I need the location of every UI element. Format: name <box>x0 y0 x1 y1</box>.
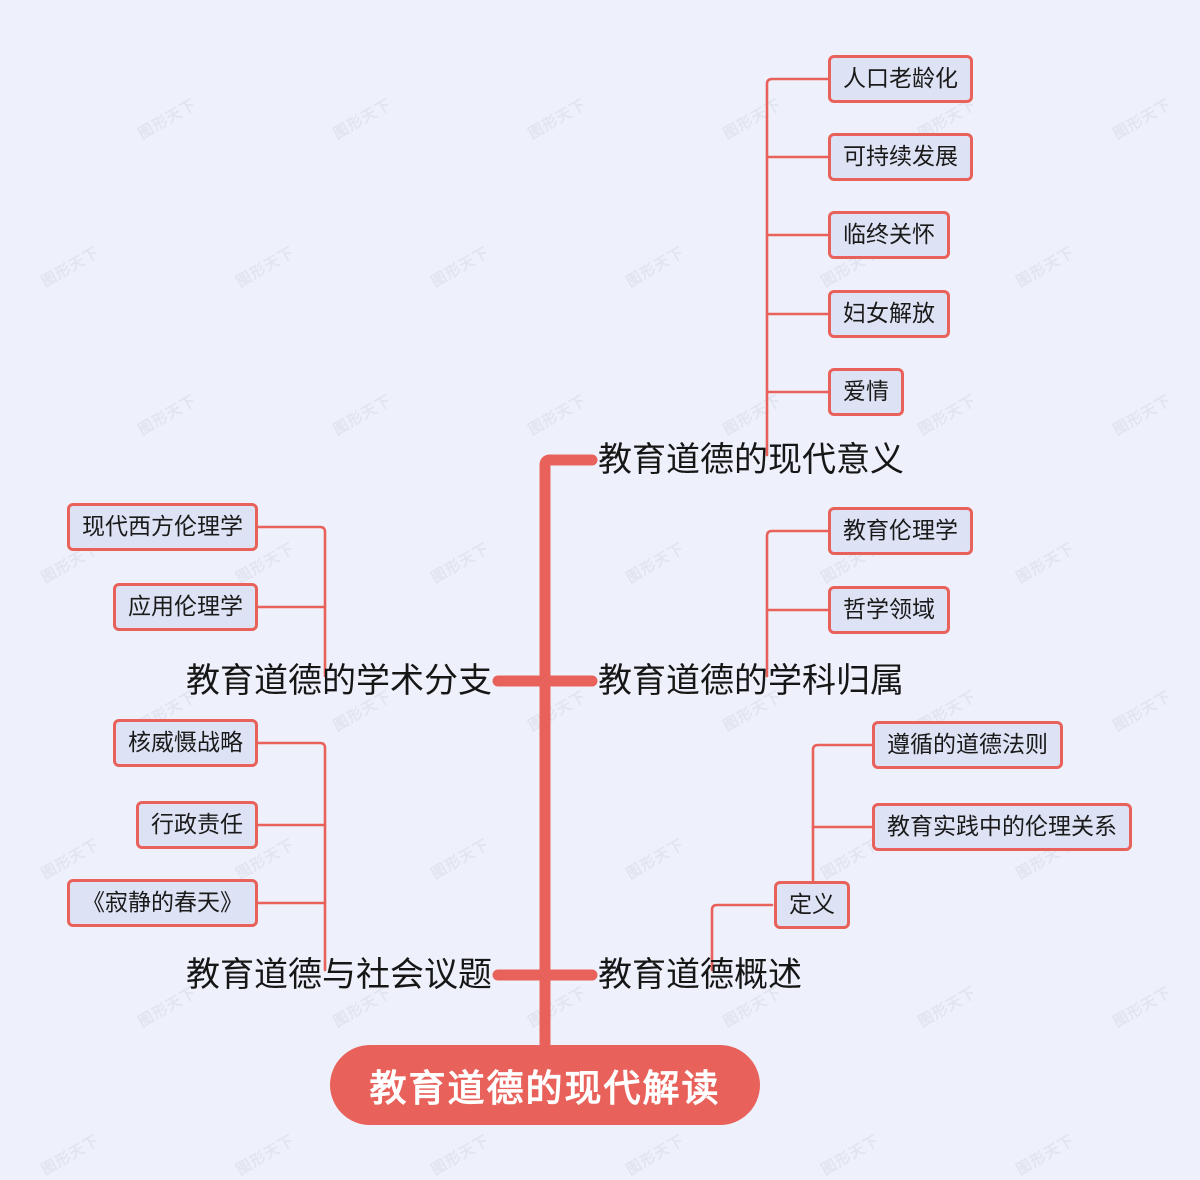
leaf-label: 可持续发展 <box>843 143 958 170</box>
leaf-node[interactable]: 现代西方伦理学 <box>67 503 258 551</box>
leaf-node[interactable]: 爱情 <box>828 368 904 416</box>
root-label: 教育道德的现代解读 <box>369 1067 721 1110</box>
leaf-node[interactable]: 可持续发展 <box>828 133 973 181</box>
leaf-node[interactable]: 教育实践中的伦理关系 <box>872 803 1132 851</box>
leaf-node[interactable]: 妇女解放 <box>828 290 950 338</box>
leaf-label: 人口老龄化 <box>843 65 958 92</box>
branch-label-modern-significance[interactable]: 教育道德的现代意义 <box>598 438 904 482</box>
branch-label-social-issues[interactable]: 教育道德与社会议题 <box>186 953 492 997</box>
branch-text: 教育道德的学科归属 <box>598 661 904 701</box>
leaf-label: 定义 <box>789 891 835 918</box>
leaf-label: 教育伦理学 <box>843 517 958 544</box>
leaf-label: 《寂静的春天》 <box>82 889 243 916</box>
leaf-node[interactable]: 人口老龄化 <box>828 55 973 103</box>
leaf-node[interactable]: 应用伦理学 <box>113 583 258 631</box>
branch-text: 教育道德与社会议题 <box>186 955 492 995</box>
leaf-label: 核威慑战略 <box>128 729 243 756</box>
branch-label-overview[interactable]: 教育道德概述 <box>598 953 802 997</box>
leaf-node-definition[interactable]: 定义 <box>774 881 850 929</box>
branch-text: 教育道德的现代意义 <box>598 440 904 480</box>
leaf-label: 遵循的道德法则 <box>887 731 1048 758</box>
leaf-label: 教育实践中的伦理关系 <box>887 813 1117 840</box>
leaf-label: 现代西方伦理学 <box>82 513 243 540</box>
leaf-node[interactable]: 临终关怀 <box>828 211 950 259</box>
branch-label-academic-branches[interactable]: 教育道德的学术分支 <box>186 659 492 703</box>
leaf-node[interactable]: 核威慑战略 <box>113 719 258 767</box>
leaf-label: 行政责任 <box>151 811 243 838</box>
leaf-label: 哲学领域 <box>843 596 935 623</box>
leaf-label: 妇女解放 <box>843 300 935 327</box>
leaf-node[interactable]: 遵循的道德法则 <box>872 721 1063 769</box>
leaf-label: 临终关怀 <box>843 221 935 248</box>
branch-text: 教育道德概述 <box>598 955 802 995</box>
leaf-label: 应用伦理学 <box>128 593 243 620</box>
leaf-node[interactable]: 哲学领域 <box>828 586 950 634</box>
leaf-node[interactable]: 教育伦理学 <box>828 507 973 555</box>
leaf-label: 爱情 <box>843 378 889 405</box>
leaf-node[interactable]: 行政责任 <box>136 801 258 849</box>
branch-text: 教育道德的学术分支 <box>186 661 492 701</box>
branch-label-discipline-affiliation[interactable]: 教育道德的学科归属 <box>598 659 904 703</box>
root-node[interactable]: 教育道德的现代解读 <box>330 1045 760 1125</box>
leaf-node[interactable]: 《寂静的春天》 <box>67 879 258 927</box>
